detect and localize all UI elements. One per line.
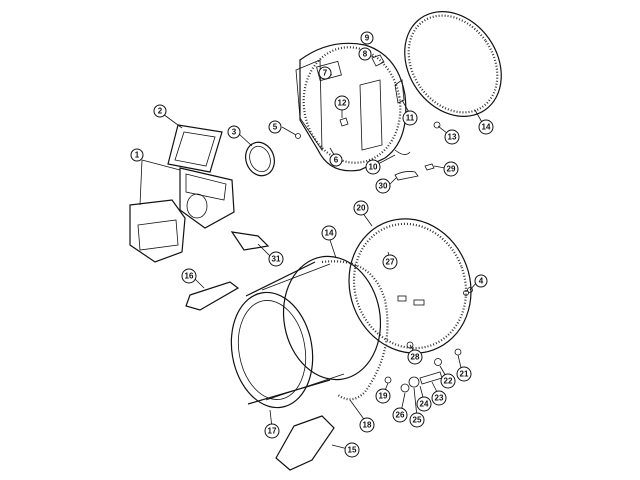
svg-text:11: 11 — [406, 114, 415, 123]
callout-3: 3 — [227, 125, 241, 139]
bracket-31-part — [230, 231, 270, 251]
svg-text:6: 6 — [334, 156, 339, 165]
callout-14-top: 14 — [478, 119, 494, 135]
svg-text:27: 27 — [386, 258, 395, 267]
duct-assembly-part — [129, 167, 235, 263]
svg-text:24: 24 — [420, 400, 429, 409]
callout-12: 12 — [334, 95, 350, 111]
callout-28: 28 — [407, 349, 423, 365]
callout-30: 30 — [375, 178, 391, 194]
drum-seal-part — [321, 260, 389, 401]
svg-text:30: 30 — [379, 182, 388, 191]
callout-4: 4 — [474, 274, 488, 288]
svg-text:2: 2 — [158, 107, 163, 116]
callout-5: 5 — [268, 120, 282, 134]
svg-text:5: 5 — [273, 123, 278, 132]
callout-15: 15 — [344, 442, 360, 458]
callout-26: 26 — [392, 407, 408, 423]
svg-text:14: 14 — [482, 123, 491, 132]
callout-2: 2 — [153, 104, 167, 118]
callout-11: 11 — [402, 110, 418, 126]
callout-17: 17 — [264, 423, 280, 439]
svg-text:31: 31 — [272, 255, 281, 264]
svg-text:22: 22 — [444, 377, 453, 386]
drum-part — [230, 255, 382, 409]
svg-text:17: 17 — [268, 427, 277, 436]
svg-text:28: 28 — [411, 353, 420, 362]
svg-text:29: 29 — [447, 165, 456, 174]
svg-text:3: 3 — [232, 128, 237, 137]
ring-seal-part — [245, 141, 275, 177]
svg-text:15: 15 — [348, 446, 357, 455]
svg-text:21: 21 — [460, 370, 469, 379]
callout-14-bottom: 14 — [321, 225, 337, 241]
callout-25: 25 — [409, 412, 425, 428]
svg-text:26: 26 — [396, 411, 405, 420]
callout-24: 24 — [416, 396, 432, 412]
callout-18: 18 — [359, 417, 375, 433]
svg-text:14: 14 — [325, 229, 334, 238]
callout-22: 22 — [440, 373, 456, 389]
door-seal-ring-part — [404, 11, 502, 117]
svg-text:7: 7 — [323, 69, 328, 78]
svg-text:25: 25 — [413, 416, 422, 425]
bracket-15-part — [275, 415, 335, 471]
callout-10: 10 — [365, 159, 381, 175]
svg-text:1: 1 — [135, 151, 140, 160]
callout-8: 8 — [358, 47, 372, 61]
lint-screen-part — [167, 124, 223, 173]
svg-text:23: 23 — [435, 394, 444, 403]
svg-text:18: 18 — [363, 421, 372, 430]
svg-text:20: 20 — [357, 204, 366, 213]
front-bulkhead-part — [295, 42, 407, 172]
callout-29: 29 — [443, 161, 459, 177]
svg-text:9: 9 — [365, 34, 370, 43]
callout-9: 9 — [360, 31, 374, 45]
callout-1: 1 — [130, 148, 144, 162]
svg-text:4: 4 — [479, 277, 484, 286]
callout-16: 16 — [181, 268, 197, 284]
bracket-16-part — [185, 281, 240, 311]
leader-lines — [139, 38, 484, 450]
callout-13: 13 — [444, 129, 460, 145]
callout-6: 6 — [329, 153, 343, 167]
svg-text:12: 12 — [338, 99, 347, 108]
callout-21: 21 — [456, 366, 472, 382]
callout-19: 19 — [375, 388, 391, 404]
callout-23: 23 — [431, 390, 447, 406]
callout-7: 7 — [318, 66, 332, 80]
svg-text:19: 19 — [379, 392, 388, 401]
callout-27: 27 — [382, 254, 398, 270]
callout-31: 31 — [268, 251, 284, 267]
svg-text:13: 13 — [448, 133, 457, 142]
svg-text:10: 10 — [369, 163, 378, 172]
svg-text:8: 8 — [363, 50, 368, 59]
svg-text:16: 16 — [185, 272, 194, 281]
callout-20: 20 — [353, 200, 369, 216]
